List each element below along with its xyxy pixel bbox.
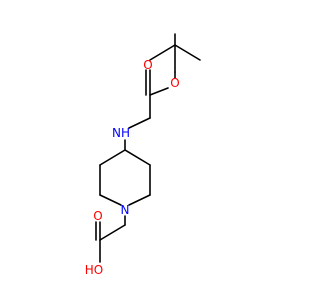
bond-tbutyl-methyl-right <box>174 44 201 61</box>
bonds <box>95 33 201 263</box>
bond-ch2-to-nh <box>128 117 151 129</box>
ring-nitrogen-label: N <box>121 203 130 217</box>
chemical-structure-diagram: O O NH N O HO <box>85 33 201 277</box>
bond-ester-oxygen-to-carbonyl <box>149 87 169 96</box>
bond-ring-c2-n1 <box>128 194 151 206</box>
bond-tbutyl-methyl-left <box>149 44 176 61</box>
bond-ring-c5-c4 <box>99 149 126 166</box>
carbonyl-oxygen-top-label: O <box>143 58 152 72</box>
hydroxyl-label: HO <box>85 263 103 277</box>
bond-ch2-to-acid-carbon <box>99 224 126 241</box>
amine-nh-label: NH <box>112 126 130 140</box>
ester-oxygen-label: O <box>170 76 179 90</box>
bond-ring-n1-c6 <box>99 194 122 206</box>
atom-labels: O O NH N O HO <box>85 58 180 277</box>
bond-ring-c4-c3 <box>124 149 151 166</box>
carbonyl-oxygen-bottom-label: O <box>93 209 102 223</box>
